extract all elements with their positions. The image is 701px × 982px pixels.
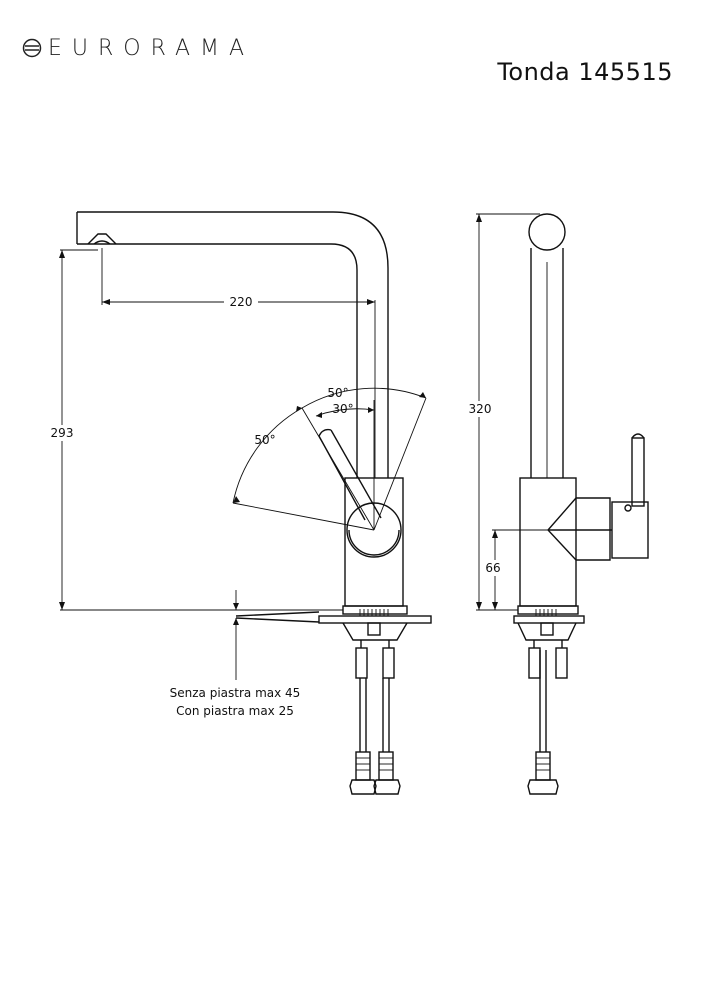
front-angle-lines xyxy=(232,387,427,531)
front-view: 220 293 50° 50° 30° Senza piastra max 45 xyxy=(48,211,432,795)
side-view: 320 66 xyxy=(465,213,649,795)
dimension-spout-height: 293 xyxy=(48,249,343,611)
dimension-total-height: 320 xyxy=(465,213,540,611)
total-height-label: 320 xyxy=(469,402,492,416)
side-lever xyxy=(624,433,645,512)
brand-name: EURORAMA xyxy=(48,35,255,61)
angle-top-label: 50° xyxy=(327,386,348,400)
spout-height-label: 293 xyxy=(51,426,74,440)
spout-reach-label: 220 xyxy=(230,295,253,309)
eurorama-logo-icon xyxy=(22,38,42,58)
front-base xyxy=(235,605,432,641)
front-spout xyxy=(76,211,389,478)
angle-outer-left-label: 50° xyxy=(254,433,275,447)
angle-labels: 50° 50° 30° xyxy=(254,386,353,447)
plate-thickness-indicator xyxy=(233,590,239,680)
front-lever xyxy=(318,428,382,521)
side-hoses xyxy=(527,640,568,795)
front-hoses xyxy=(349,640,401,795)
dimension-spout-reach: 220 xyxy=(101,248,375,309)
brand-header: EURORAMA xyxy=(22,34,254,62)
handle-height-label: 66 xyxy=(485,561,500,575)
angle-inner-label: 30° xyxy=(332,402,353,416)
side-base xyxy=(513,605,585,641)
side-body xyxy=(519,477,649,607)
note-with-plate: Con piastra max 25 xyxy=(176,704,294,718)
side-spout xyxy=(528,213,566,478)
note-without-plate: Senza piastra max 45 xyxy=(170,686,301,700)
dimension-handle-height: 66 xyxy=(483,529,548,610)
model-title: Tonda 145515 xyxy=(497,58,673,86)
